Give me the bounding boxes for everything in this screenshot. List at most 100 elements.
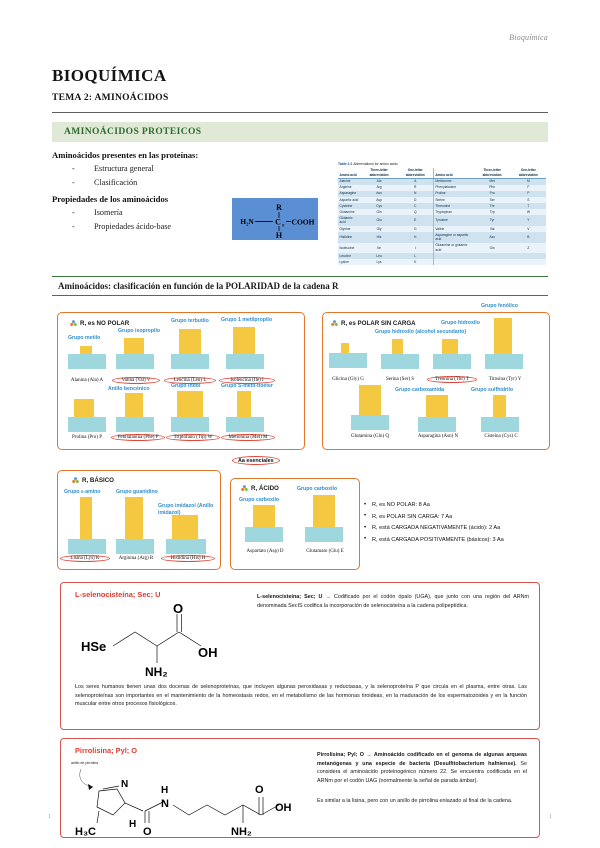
table-cell: Asn xyxy=(376,191,382,196)
outline-list-1: Estructura general Clasificación xyxy=(52,162,548,190)
page-title: BIOQUÍMICA xyxy=(52,66,167,85)
col-one-letter-2: One-letter abbreviation xyxy=(510,167,546,179)
group-label-hidroxilo-2: Grupo hidroxilo (alcohol secundario) xyxy=(375,329,467,335)
table-cell: Cys xyxy=(376,203,382,208)
table-cell: Phe xyxy=(489,185,496,190)
table-row: Lysine Lys K xyxy=(338,259,546,266)
table-cell: Cysteine xyxy=(339,203,353,208)
amide-o-label: O xyxy=(143,826,152,838)
table-cell: Valine xyxy=(432,225,474,232)
panel-polar-title-row: R, es POLAR SIN CARGA xyxy=(331,320,416,327)
ring-n-label: N xyxy=(121,779,128,790)
aa-label-glutamina: Glutamina (Gln) Q xyxy=(350,434,390,439)
aa-label-valina: Valina (Val) V xyxy=(112,377,160,384)
outline-heading-1: Aminoácidos presentes en las proteínas: xyxy=(52,150,199,160)
group-label-metilpropilo: Grupo 1 metilpropilo xyxy=(221,317,273,323)
panel-polar-title: R, es POLAR SIN CARGA xyxy=(341,320,416,327)
table-cell: Glu xyxy=(376,218,382,223)
table-cell: P xyxy=(527,191,530,196)
table-cell: Lysine xyxy=(339,260,349,265)
molecule-aspartato xyxy=(245,505,283,542)
col-amino-acid-2: Amino acid xyxy=(432,167,474,179)
table-cell xyxy=(511,259,546,265)
aa-label-triptofano: Triptófano (Trp) W xyxy=(166,434,220,441)
group-label-sulfhidrilo: Grupo sulfhidrilo xyxy=(471,387,514,393)
group-label-indol: Grupo indol xyxy=(171,383,201,389)
table-cell: Glx xyxy=(489,245,495,250)
aa-label-asparagina: Asparagina (Asn) N xyxy=(417,434,459,439)
table-cell: V xyxy=(527,226,530,231)
panel-polar-sin-carga: R, es POLAR SIN CARGA Grupo hidroxilo Gr… xyxy=(322,303,550,450)
oh-label: OH xyxy=(198,645,218,660)
selenocysteine-paragraph-1: L-selenocisteína; Sec; U → Codificado po… xyxy=(257,593,529,610)
table-cell: Isoleucine xyxy=(339,245,355,250)
table-cell: Gln xyxy=(376,209,382,214)
nh2-label: NH₂ xyxy=(145,665,168,679)
table-cell: Glutamine xyxy=(339,209,355,214)
group-label-carboxilo-1: Grupo carboxilo xyxy=(239,497,280,503)
col-three-letter: Three-letter abbreviation xyxy=(360,167,398,179)
aa-esenciales-label: Aa esenciales xyxy=(232,456,280,465)
table-cell: Z xyxy=(527,245,530,250)
summary-item-polar-sin-carga: R, es POLAR SIN CARGA: 7 Aa xyxy=(364,511,550,524)
seleno-p1-rest: Codificado por el codón ópalo (UGA), que… xyxy=(257,594,529,609)
molecule-glutamato xyxy=(305,495,343,542)
table-cell: Ile xyxy=(377,245,381,250)
table-cell: C xyxy=(414,203,417,208)
molecule-glicina xyxy=(329,343,367,368)
table-cell: Glycine xyxy=(339,226,351,231)
section-banner-label: AMINOÁCIDOS PROTEICOS xyxy=(64,127,202,137)
flower-icon xyxy=(241,485,248,491)
table-cell: Leu xyxy=(376,253,382,258)
group-label-tioeter: Grupo S-metil-tioéter xyxy=(221,383,273,389)
carboxyl-oh-label: OH xyxy=(275,802,292,814)
table-caption-number: Table 2.2 xyxy=(338,162,353,166)
table-cell: Glutamic acid xyxy=(339,215,353,225)
table-cell: Arginine xyxy=(339,185,352,190)
table-cell: K xyxy=(414,260,417,265)
molecule-metionina xyxy=(226,391,264,432)
table-caption: Table 2.2 Abbreviations for amino acids xyxy=(338,162,546,166)
col-three-letter-2: Three-letter abbreviation xyxy=(473,167,511,179)
group-label-carboxamida: Grupo carboxamida xyxy=(395,387,445,393)
table-cell: Arg xyxy=(376,185,382,190)
panel-no-polar-title: R, es NO POLAR xyxy=(80,320,130,327)
abbreviations-table: Amino acid Three-letter abbreviation One… xyxy=(338,167,546,266)
table-cell: Lys xyxy=(376,260,382,265)
table-cell: I xyxy=(414,245,416,250)
table-cell: Glutamine or glutamic acid xyxy=(432,242,474,254)
aa-label-fenilalanina: Fenilalanina (Phe) F xyxy=(111,434,165,441)
aa-label-serina: Serina (Ser) S xyxy=(385,377,415,382)
aa-label-lisina: Lisina (Lys) K xyxy=(60,555,110,562)
abbreviations-table-figure: Table 2.2 Abbreviations for amino acids … xyxy=(338,162,546,266)
table-cell: S xyxy=(527,197,530,202)
group-label-isopropilo: Grupo isopropilo xyxy=(118,328,161,334)
table-cell: Asparagine or aspartic acid xyxy=(432,231,474,243)
pyrrolysine-paragraph-1: Pirrolisina; Pyl; O → Aminoácido codific… xyxy=(317,751,527,785)
rgroup-carboxyl-label: COOH xyxy=(292,218,315,227)
table-cell: Threonine xyxy=(432,202,474,209)
aa-label-glicina: Glicina (Gly) G xyxy=(332,377,364,382)
table-cell: Phenylalanine xyxy=(432,184,474,191)
molecule-triptofano xyxy=(171,391,209,432)
panel-basico: R, BÁSICO Grupo ε-amino Grupo guanidino … xyxy=(57,470,221,570)
panel-no-polar: R, es NO POLAR Grupo metilo Grupo isopro… xyxy=(57,312,305,450)
table-cell: Asp xyxy=(376,197,382,202)
h-label-ring: H xyxy=(129,819,136,830)
seleno-p1-lead: L-selenocisteína; Sec; U → xyxy=(257,594,331,600)
group-label-metilo: Grupo metilo xyxy=(68,335,101,341)
pyrrolysine-structure: N H₃C H O H N OH O NH₂ xyxy=(75,768,292,838)
col-amino-acid: Amino acid xyxy=(338,167,361,179)
general-structure-figure: R H₂N C α COOH H xyxy=(232,198,318,240)
pyl-p1-bold: Aminoácido codificado en el genoma de al… xyxy=(317,752,527,767)
molecule-cisteina xyxy=(481,395,519,432)
table-cell: Trp xyxy=(489,209,495,214)
table-cell: G xyxy=(413,226,417,231)
table-cell: N xyxy=(414,191,417,196)
list-item: Propiedades ácido-base xyxy=(70,220,548,234)
